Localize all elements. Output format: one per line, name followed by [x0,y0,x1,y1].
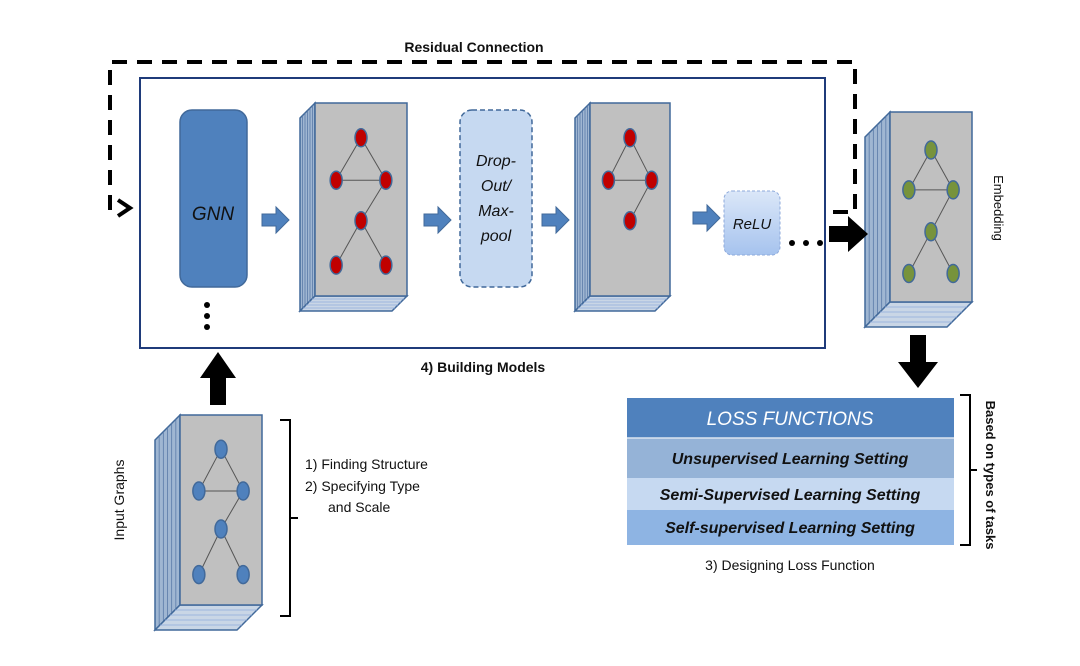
arrow-up-icon [200,352,236,405]
stack-bottom-face [298,295,409,312]
building-models-frame [139,77,826,349]
gnn-label: GNN [192,204,235,225]
residual-arrowhead-icon [116,198,134,218]
loss-functions-table: LOSS FUNCTIONS Unsupervised Learning Set… [627,398,954,545]
graph-node [214,519,228,539]
graph-node [329,170,343,190]
stack-bottom-face [573,295,672,312]
feature-map-stack-2 [573,101,672,313]
step-2-label: 2) Specifying Type [305,478,420,494]
graph-node [192,481,206,501]
feature-map-stack-1 [298,101,409,313]
loss-row-self-supervised: Self-supervised Learning Setting [665,520,915,537]
dropout-label-line: Max- [478,203,514,220]
loss-row-semi-supervised: Semi-Supervised Learning Setting [660,487,921,504]
dropout-label-line: pool [480,228,512,245]
ellipsis-dot [789,240,795,246]
graph-node [623,210,637,231]
relu-block: ReLU [723,190,781,256]
step-1-label: 1) Finding Structure [305,456,428,472]
loss-row-cell [627,438,954,478]
loss-row-unsupervised: Unsupervised Learning Setting [672,451,909,468]
arrow-right-icon [423,205,452,235]
graph-node [192,564,206,585]
graph-node [379,170,393,190]
graph-node [379,255,393,275]
graph-node [924,221,938,242]
graph-node [236,564,250,585]
ellipsis-dot [204,324,210,330]
input-graphs-label: Input Graphs [111,460,127,541]
graph-node [902,263,916,284]
loss-header-cell [627,398,954,438]
arrow-right-icon [541,205,570,235]
graph-node [946,263,960,284]
ellipsis-dot [204,302,210,308]
graph-node [329,255,343,275]
arrow-down-icon [898,335,938,388]
graph-node [601,170,616,190]
tasks-bracket [960,394,977,546]
loss-header: LOSS FUNCTIONS [707,409,874,430]
graph-node [354,127,368,148]
loss-row-cell [627,510,954,545]
dropout-maxpool-block: Drop- Out/ Max- pool [459,109,533,288]
loss-row-cell [627,478,954,510]
relu-label: ReLU [733,216,772,233]
designing-loss-label: 3) Designing Loss Function [705,557,875,573]
based-on-tasks-label: Based on types of tasks [983,401,998,550]
graph-node [946,180,960,200]
gnn-block: GNN [179,109,248,330]
graph-node [214,439,228,459]
residual-connection: Residual Connection [108,39,857,218]
dropout-label-line: Out/ [481,178,513,195]
arrow-right-icon [829,216,868,252]
dropout-label-line: Drop- [476,153,516,170]
graph-node [902,180,916,200]
step-2-continued-label: and Scale [328,499,390,515]
embedding-label: Embedding [991,175,1006,241]
ellipsis-dot [817,240,823,246]
input-graphs-stack [153,413,264,632]
graph-node [236,481,250,501]
building-models-label: 4) Building Models [421,359,546,375]
residual-connection-label: Residual Connection [404,39,543,55]
arrow-right-icon [692,203,721,233]
graph-node [924,140,938,160]
arrow-right-icon [261,205,290,235]
ellipsis-dot [204,313,210,319]
ellipsis-dot [803,240,809,246]
graph-node [623,127,637,148]
graph-node [644,170,659,190]
embedding-stack [863,110,974,329]
graph-node [354,210,368,231]
steps-bracket [280,419,298,617]
